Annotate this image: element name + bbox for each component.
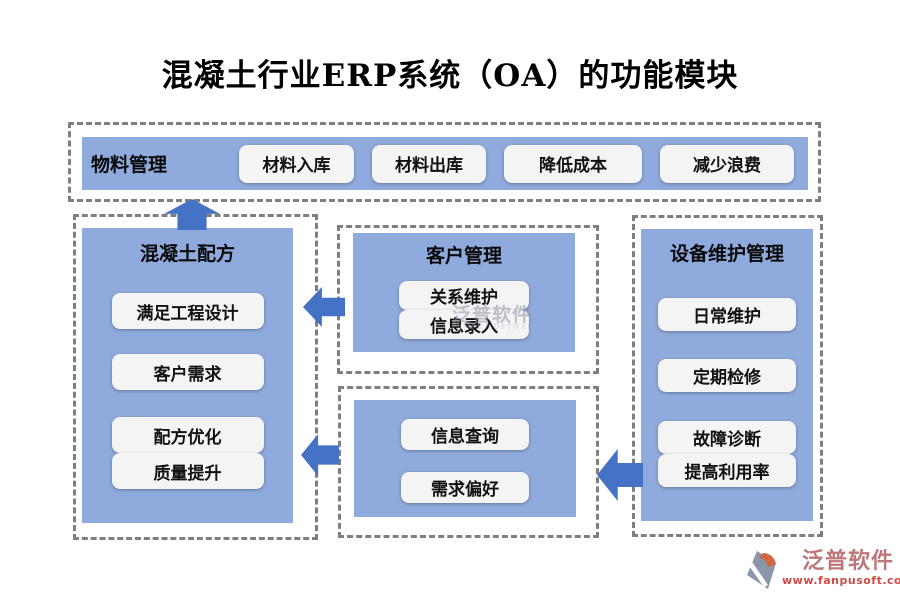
material-management-section: 物料管理 材料入库 材料出库 降低成本 减少浪费: [68, 122, 821, 202]
node-formula-optimization: 配方优化: [111, 417, 264, 453]
equipment-maintenance-section: 设备维护管理 日常维护 定期检修 故障诊断 提高利用率: [632, 215, 823, 537]
fanpu-logo-name: 泛普软件: [802, 548, 895, 574]
node-reduce-waste: 减少浪费: [660, 144, 794, 183]
node-daily-maintenance: 日常维护: [658, 298, 796, 331]
material-management-title: 物料管理: [91, 154, 168, 176]
equipment-maintenance-panel: 设备维护管理 日常维护 定期检修 故障诊断 提高利用率: [641, 229, 813, 521]
node-improve-utilization: 提高利用率: [658, 454, 796, 487]
node-information-query: 信息查询: [401, 419, 529, 450]
node-relationship-maintenance: 关系维护: [399, 281, 529, 310]
concrete-formula-title: 混凝土配方: [139, 243, 235, 265]
fanpu-logo-text-block: 泛普软件 www.fanpusoft.com: [782, 548, 900, 588]
node-customer-needs: 客户需求: [111, 354, 264, 390]
equipment-maintenance-title: 设备维护管理: [669, 243, 784, 265]
material-management-nodes: 材料入库 材料出库 降低成本 减少浪费: [239, 144, 808, 183]
node-regular-overhaul: 定期检修: [658, 359, 796, 392]
concrete-formula-panel: 混凝土配方 满足工程设计 客户需求 配方优化 质量提升: [82, 228, 293, 523]
material-management-panel: 物料管理 材料入库 材料出库 降低成本 减少浪费: [82, 137, 808, 190]
fanpu-logo: 泛普软件 www.fanpusoft.com: [744, 548, 900, 591]
node-reduce-cost: 降低成本: [504, 144, 642, 183]
node-demand-preference: 需求偏好: [401, 472, 529, 503]
customer-management-title: 客户管理: [425, 245, 502, 267]
concrete-formula-section: 混凝土配方 满足工程设计 客户需求 配方优化 质量提升: [73, 214, 318, 540]
node-meet-engineering-design: 满足工程设计: [111, 293, 264, 329]
node-fault-diagnosis: 故障诊断: [658, 421, 796, 454]
node-quality-improvement: 质量提升: [111, 453, 264, 489]
customer-management-section: 客户管理 关系维护 信息录入: [337, 225, 599, 374]
node-material-inbound: 材料入库: [239, 144, 354, 183]
node-information-entry: 信息录入: [399, 310, 529, 339]
node-material-outbound: 材料出库: [372, 144, 486, 183]
page-title: 混凝土行业ERP系统（OA）的功能模块: [161, 58, 739, 94]
fanpu-logo-icon: [747, 551, 776, 589]
customer-demand-panel: 信息查询 需求偏好: [354, 400, 576, 517]
customer-demand-section: 信息查询 需求偏好: [338, 386, 599, 538]
customer-management-panel: 客户管理 关系维护 信息录入: [353, 233, 575, 352]
fanpu-logo-url: www.fanpusoft.com: [782, 574, 900, 588]
